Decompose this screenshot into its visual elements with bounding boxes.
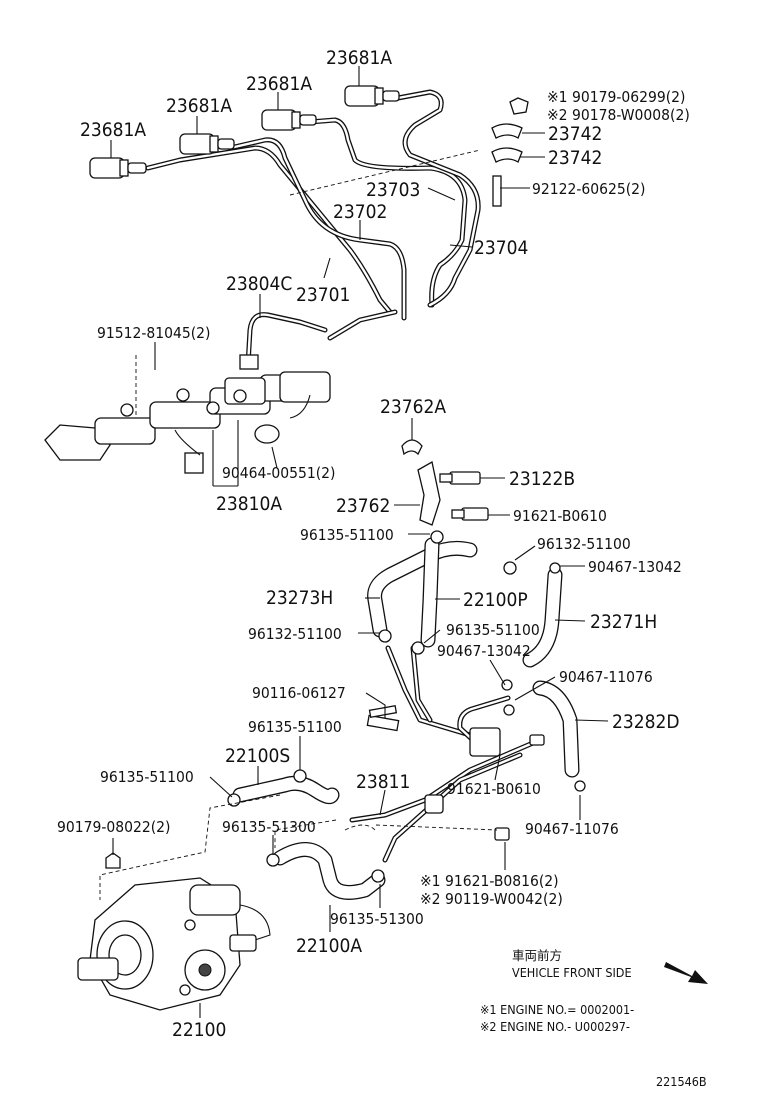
hose-clips [105, 530, 586, 883]
label-90467-13042-2: 90467-13042 [437, 642, 531, 660]
label-23804C: 23804C [226, 273, 292, 295]
label-23282D: 23282D [612, 711, 680, 733]
label-96135-51100-1: 96135-51100 [300, 526, 394, 544]
injector-sleeves [89, 85, 400, 179]
label-23273H: 23273H [266, 587, 333, 609]
label-96132-51100-1: 96132-51100 [537, 535, 631, 553]
label-90467-13042-1: 90467-13042 [588, 558, 682, 576]
engine-note-1: ※1 ENGINE NO.= 0002001- [480, 1002, 634, 1017]
label-90179-08022: 90179-08022(2) [57, 818, 171, 836]
supply-pump [77, 877, 271, 1011]
label-23701: 23701 [296, 284, 350, 306]
label-90467-11076-2: 90467-11076 [525, 820, 619, 838]
label-23681A-1: 23681A [326, 47, 392, 69]
label-90179-06299: ※1 90179-06299(2) [547, 88, 685, 106]
label-23810A: 23810A [216, 493, 282, 515]
label-22100A: 22100A [296, 935, 362, 957]
label-23681A-2: 23681A [246, 73, 312, 95]
engine-note-2: ※2 ENGINE NO.- U000297- [480, 1019, 630, 1034]
label-90119-W0042: ※2 90119-W0042(2) [420, 890, 563, 908]
leader-lines [110, 66, 609, 1018]
label-92122-60625: 92122-60625(2) [532, 180, 646, 198]
label-23762A: 23762A [380, 396, 446, 418]
label-23811: 23811 [356, 771, 410, 793]
label-23704: 23704 [474, 237, 528, 259]
label-22100: 22100 [172, 1019, 226, 1041]
fuel-hoses [232, 537, 580, 900]
label-23681A-3: 23681A [166, 95, 232, 117]
fuel-rail [44, 354, 331, 474]
label-90464-00551: 90464-00551(2) [222, 464, 336, 482]
return-pipes [349, 645, 543, 863]
label-23271H: 23271H [590, 611, 657, 633]
label-96135-51100-2: 96135-51100 [446, 621, 540, 639]
label-91621-B0816: ※1 91621-B0816(2) [420, 872, 559, 890]
label-91621-B0610-2: 91621-B0610 [447, 780, 541, 798]
label-96135-51300-1: 96135-51300 [222, 818, 316, 836]
label-96132-51100-2: 96132-51100 [248, 625, 342, 643]
injection-pipes [145, 89, 481, 368]
label-23703: 23703 [366, 179, 420, 201]
label-96135-51100-3: 96135-51100 [248, 718, 342, 736]
label-96135-51300-2: 96135-51300 [330, 910, 424, 928]
label-23122B: 23122B [509, 468, 575, 490]
label-23702: 23702 [333, 201, 387, 223]
label-23762: 23762 [336, 495, 390, 517]
label-23681A-4: 23681A [80, 119, 146, 141]
label-90116-06127: 90116-06127 [252, 684, 346, 702]
label-23742-1: 23742 [548, 123, 602, 145]
label-90178-W0008: ※2 90178-W0008(2) [547, 106, 690, 124]
pipe-clamps [491, 97, 529, 207]
front-side-label-en: VEHICLE FRONT SIDE [512, 965, 632, 980]
label-91512-81045: 91512-81045(2) [97, 324, 211, 342]
label-23742-2: 23742 [548, 147, 602, 169]
legend-block: 車両前方 VEHICLE FRONT SIDE ※1 ENGINE NO.= 0… [480, 948, 707, 1089]
front-arrow [664, 962, 708, 984]
label-22100S: 22100S [225, 745, 290, 767]
diagram-id: 221546B [656, 1074, 707, 1089]
label-22100P: 22100P [463, 589, 528, 611]
label-90467-11076-1: 90467-11076 [559, 668, 653, 686]
label-91621-B0610-1: 91621-B0610 [513, 507, 607, 525]
part-labels: 23681A 23681A 23681A 23681A ※1 90179-062… [57, 47, 690, 1041]
label-96135-51100-4: 96135-51100 [100, 768, 194, 786]
bracket-assembly [401, 439, 489, 526]
front-side-label-jp: 車両前方 [512, 948, 562, 963]
reference-lines [99, 149, 498, 900]
